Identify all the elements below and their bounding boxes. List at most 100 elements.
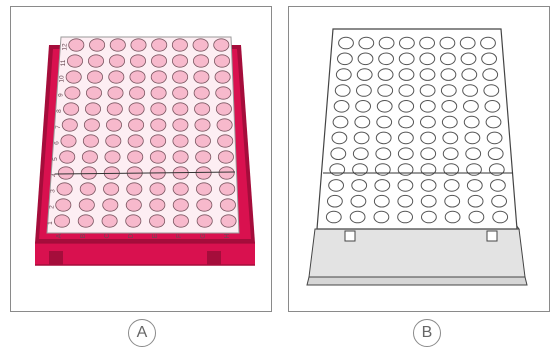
well xyxy=(398,148,413,160)
well xyxy=(151,87,166,99)
well xyxy=(352,180,367,192)
well xyxy=(358,53,373,65)
well xyxy=(332,132,347,144)
well xyxy=(193,55,208,67)
well xyxy=(376,132,391,144)
well xyxy=(215,71,230,83)
well xyxy=(67,55,82,67)
well xyxy=(398,180,413,192)
well xyxy=(467,164,482,176)
row-label: H xyxy=(224,233,231,238)
row-label: D xyxy=(128,233,135,238)
well xyxy=(78,215,93,227)
well xyxy=(483,69,498,81)
well xyxy=(85,103,100,115)
column-label: 2 xyxy=(48,205,55,209)
well xyxy=(80,183,95,195)
well xyxy=(151,135,166,147)
well xyxy=(444,180,459,192)
well xyxy=(461,53,476,65)
well xyxy=(356,101,371,113)
well xyxy=(334,101,349,113)
well xyxy=(173,87,188,99)
well xyxy=(54,215,69,227)
well xyxy=(421,180,436,192)
well xyxy=(350,211,365,223)
column-label: 1 xyxy=(47,221,54,225)
well xyxy=(151,71,166,83)
well xyxy=(326,211,341,223)
well xyxy=(105,151,120,163)
well xyxy=(377,116,392,128)
well xyxy=(442,101,457,113)
well xyxy=(328,195,343,207)
well xyxy=(443,148,458,160)
well xyxy=(152,39,167,51)
well xyxy=(103,199,118,211)
well xyxy=(173,215,188,227)
column-label: 9 xyxy=(57,93,64,97)
well xyxy=(378,69,393,81)
well xyxy=(195,119,210,131)
well xyxy=(84,119,99,131)
well xyxy=(441,85,456,97)
well xyxy=(129,103,144,115)
well xyxy=(79,199,94,211)
well xyxy=(466,148,481,160)
well xyxy=(150,199,165,211)
well xyxy=(355,116,370,128)
row-label: F xyxy=(176,234,183,238)
well xyxy=(422,211,437,223)
well xyxy=(107,103,122,115)
well xyxy=(485,101,500,113)
well xyxy=(420,53,435,65)
well xyxy=(60,151,75,163)
well xyxy=(329,180,344,192)
plate-tab-left xyxy=(345,231,355,241)
well xyxy=(196,151,211,163)
well xyxy=(62,119,77,131)
well xyxy=(129,119,144,131)
well xyxy=(336,69,351,81)
well xyxy=(359,37,374,49)
well xyxy=(440,37,455,49)
well xyxy=(217,119,232,131)
well xyxy=(172,39,187,51)
well xyxy=(173,183,188,195)
well xyxy=(193,39,208,51)
well xyxy=(379,53,394,65)
well xyxy=(56,199,71,211)
well xyxy=(464,101,479,113)
well xyxy=(131,39,146,51)
well xyxy=(375,164,390,176)
plate-tab-right xyxy=(487,231,497,241)
well xyxy=(379,37,394,49)
well xyxy=(482,53,497,65)
well xyxy=(330,164,345,176)
well xyxy=(399,69,414,81)
column-label: 12 xyxy=(61,43,68,51)
well xyxy=(442,116,457,128)
well xyxy=(130,71,145,83)
panel-b-label: B xyxy=(413,319,441,347)
well xyxy=(173,119,188,131)
well xyxy=(444,164,459,176)
well xyxy=(150,183,165,195)
well xyxy=(173,135,188,147)
well xyxy=(441,69,456,81)
holder-foot-left xyxy=(49,251,63,265)
well xyxy=(377,101,392,113)
well xyxy=(197,199,212,211)
well xyxy=(109,71,124,83)
well xyxy=(398,195,413,207)
panel-b xyxy=(288,6,550,312)
well xyxy=(173,71,188,83)
well xyxy=(443,132,458,144)
well xyxy=(399,116,414,128)
well xyxy=(441,53,456,65)
well xyxy=(421,195,436,207)
well xyxy=(420,69,435,81)
well xyxy=(398,164,413,176)
well xyxy=(357,85,372,97)
